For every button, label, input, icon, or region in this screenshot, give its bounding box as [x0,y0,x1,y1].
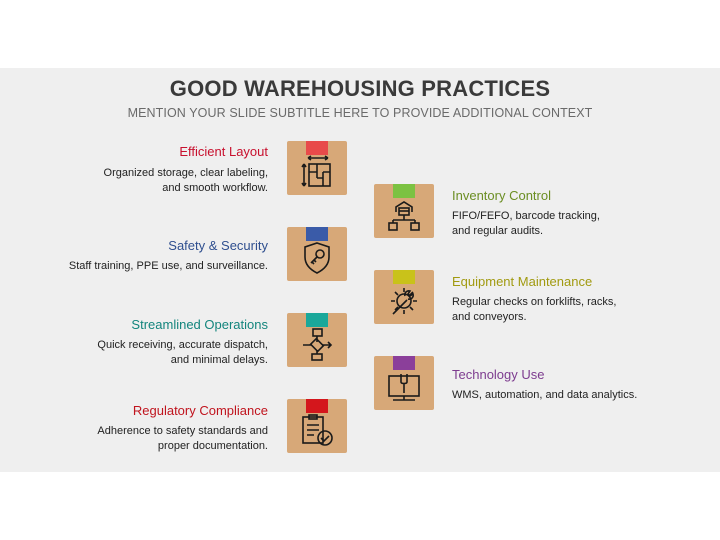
slide-background: GOOD WAREHOUSING PRACTICES MENTION YOUR … [0,68,720,472]
box-equipment-maintenance [374,270,434,324]
item-title: Inventory Control [452,188,551,203]
ribbon [306,227,328,246]
box-inventory-control [374,184,434,238]
box-efficient-layout [287,141,347,195]
item-desc-line1: Staff training, PPE use, and surveillanc… [68,260,268,272]
item-desc-line2: and minimal delays. [170,354,268,366]
item-desc-line1: WMS, automation, and data analytics. [452,389,638,401]
slide-title: GOOD WAREHOUSING PRACTICES [169,76,551,101]
ribbon [393,184,415,203]
warehouse-network-icon [388,201,420,231]
ribbon [306,399,328,418]
ribbon [306,141,328,160]
item-title: Efficient Layout [179,144,268,159]
item-title: Regulatory Compliance [132,403,268,418]
item-title: Safety & Security [168,238,268,253]
box-technology-use [374,356,434,410]
gear-wrench-icon [391,288,417,315]
slide-subtitle: MENTION YOUR SLIDE SUBTITLE HERE TO PROV… [127,106,593,120]
item-desc-line2: and smooth workflow. [162,182,268,194]
ribbon [306,313,328,332]
clipboard-check-icon [302,414,333,446]
item-title: Technology Use [452,367,545,382]
layout-arrows-icon [301,155,331,187]
box-regulatory-compliance [287,399,347,453]
ribbon [393,356,415,375]
item-title: Streamlined Operations [131,317,268,332]
shield-key-icon [304,242,330,274]
item-title: Equipment Maintenance [452,274,593,289]
item-desc-line2: and regular audits. [452,225,544,237]
flowchart-icon [303,328,333,361]
item-desc-line2: and conveyors. [452,311,527,323]
item-desc-line1: Quick receiving, accurate dispatch, [97,339,268,351]
ribbon [393,270,415,289]
item-desc-line2: proper documentation. [157,440,268,452]
box-safety-security [287,227,347,281]
item-desc-line1: Organized storage, clear labeling, [103,167,268,179]
monitor-wrench-icon [388,374,420,401]
item-desc-line1: FIFO/FEFO, barcode tracking, [452,210,600,222]
item-desc-line1: Adherence to safety standards and [97,425,268,437]
item-desc-line1: Regular checks on forklifts, racks, [452,296,617,308]
box-streamlined-operations [287,313,347,367]
